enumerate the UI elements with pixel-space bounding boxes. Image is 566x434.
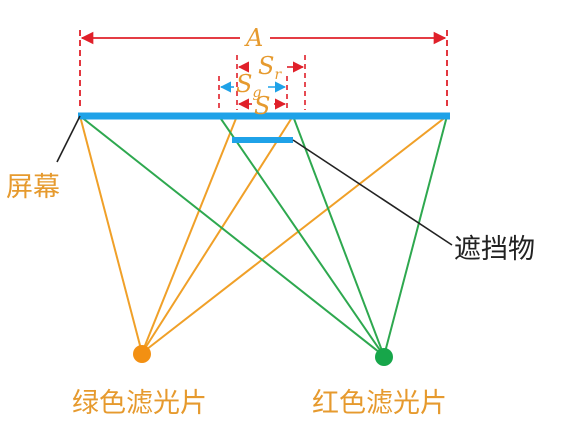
green-filter-source — [133, 345, 151, 363]
green-ray — [383, 115, 448, 357]
red-filter-source — [375, 348, 393, 366]
orange-ray — [141, 115, 238, 354]
green-ray — [79, 115, 385, 357]
green-rays — [79, 115, 448, 357]
screen-leader-line — [56, 115, 81, 163]
label-sr-main: S — [258, 52, 274, 80]
red-filter-label: 红色滤光片 — [312, 388, 447, 419]
label-sg-sub: g — [252, 85, 261, 101]
obstacle-label: 遮挡物 — [454, 234, 535, 265]
green-ray — [292, 115, 385, 357]
orange-rays — [79, 115, 448, 354]
orange-ray — [141, 115, 448, 354]
green-filter-label: 绿色滤光片 — [72, 388, 207, 419]
dimension-a — [79, 30, 448, 108]
dimension-sr — [236, 55, 306, 110]
label-sg: Sg — [236, 70, 261, 101]
label-sr-sub: r — [274, 67, 282, 83]
label-a: A — [244, 24, 263, 52]
green-ray — [218, 115, 385, 357]
label-sr: Sr — [258, 52, 282, 83]
orange-ray — [141, 115, 294, 354]
orange-ray — [79, 115, 143, 354]
screen-label: 屏幕 — [6, 172, 60, 203]
obstacle-leader-line — [292, 139, 453, 246]
label-sg-main: S — [236, 70, 252, 98]
label-s: S — [254, 92, 270, 120]
dimension-sg — [218, 76, 288, 110]
